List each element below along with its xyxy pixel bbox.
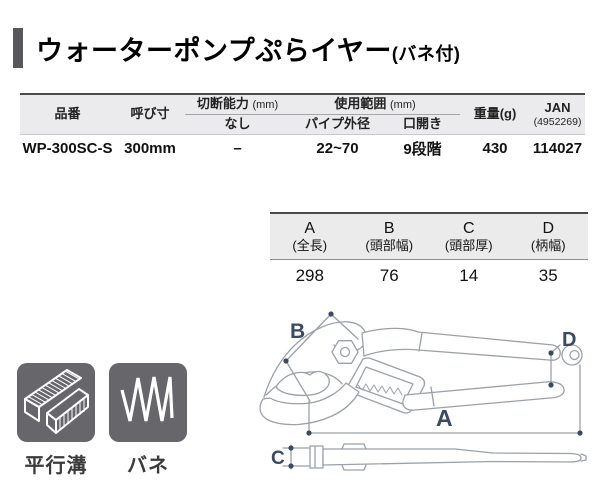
edge-view-jaw-block — [309, 445, 324, 469]
title-main: ウォーターポンプぷらイヤー — [36, 35, 392, 66]
title-suffix: (バネ付) — [391, 43, 461, 64]
parallel-groove-icon — [17, 363, 95, 442]
jaw-mouth-detail — [275, 370, 330, 397]
cell-pipe-od: 22~70 — [290, 133, 385, 163]
diagram-label-d: D — [562, 329, 576, 351]
dimension-dots — [283, 311, 583, 469]
dim-value-b: 76 — [379, 265, 399, 285]
pivot-bolt-hole — [339, 346, 351, 358]
spec-header-row-2: なし パイプ外径 口開き — [20, 114, 585, 135]
col-header-nominal-size: 呼び寸 — [115, 94, 185, 135]
cell-weight: 430 — [460, 133, 531, 163]
dim-value-a: 298 — [295, 265, 324, 285]
feature-label-spring: バネ — [127, 455, 169, 477]
handle-eyelet-hole — [569, 349, 580, 361]
col-header-usage-range: 使用範囲 (mm) — [290, 94, 461, 115]
spec-data-row: WP-300SC-S 300mm – 22~70 9段階 430 114027 — [20, 133, 586, 163]
col-header-jan: JAN(4952269) — [530, 94, 586, 135]
feature-icons: 平行溝 バネ — [17, 363, 187, 478]
dimension-header-row: A(全長) B(頭部幅) C(頭部厚) D(柄幅) — [270, 213, 588, 260]
grip-sleeve-marks — [418, 332, 435, 407]
rack-teeth — [357, 383, 403, 396]
diagram-label-a: A — [436, 405, 453, 431]
handle-eyelet — [561, 344, 583, 366]
spec-header-row-1: 品番 呼び寸 切断能力 (mm) 使用範囲 (mm) 重量(g) JAN(495… — [20, 94, 586, 135]
feature-parallel-groove: 平行溝 — [17, 363, 95, 478]
cell-part-no: WP-300SC-S — [20, 133, 115, 163]
page-title: ウォーターポンプぷらイヤー(バネ付) — [13, 28, 460, 68]
col-header-jaw-opening: 口開き — [385, 114, 461, 135]
edge-view-tip — [580, 453, 587, 462]
col-header-part-no: 品番 — [20, 94, 115, 135]
col-header-cutting-none: なし — [185, 114, 290, 135]
cell-nominal-size: 300mm — [115, 133, 185, 163]
col-header-pipe-od: パイプ外径 — [290, 114, 385, 135]
dim-line-b — [285, 313, 359, 402]
title-accent-bar — [13, 28, 23, 68]
dim-line-c — [282, 444, 310, 470]
col-header-cutting-capacity: 切断能力 (mm) — [185, 94, 290, 115]
spring-icon — [109, 363, 187, 442]
diagram-label-c: C — [271, 448, 285, 469]
dim-header-c: C(頭部厚) — [429, 213, 509, 260]
feature-spring: バネ — [109, 363, 187, 478]
pliers-upper-handle — [361, 327, 561, 361]
dimension-value-row: 298 76 14 35 — [270, 259, 588, 290]
cell-jaw-opening: 9段階 — [385, 133, 461, 163]
pliers-dimension-diagram: B A D C — [259, 311, 587, 471]
col-header-weight: 重量(g) — [460, 94, 531, 135]
cell-jan: 114027 — [530, 133, 586, 163]
edge-view-clip — [341, 443, 367, 471]
cell-cutting: – — [185, 133, 290, 163]
dim-line-d — [550, 344, 561, 386]
dim-header-a: A(全長) — [270, 213, 350, 260]
dimension-table: A(全長) B(頭部幅) C(頭部厚) D(柄幅) 298 76 14 35 — [270, 212, 588, 290]
pivot-bolt-hex — [331, 340, 359, 364]
dim-header-d: D(柄幅) — [508, 213, 588, 260]
dim-value-d: 35 — [538, 265, 558, 285]
feature-label-parallel-groove: 平行溝 — [24, 455, 88, 477]
edge-view-body — [322, 448, 582, 466]
diagram-label-b: B — [290, 320, 305, 343]
dim-line-a — [308, 364, 581, 434]
pliers-lower-handle — [402, 381, 565, 411]
title-text: ウォーターポンプぷらイヤー(バネ付) — [36, 29, 460, 68]
spec-table: 品番 呼び寸 切断能力 (mm) 使用範囲 (mm) 重量(g) JAN(495… — [20, 93, 586, 163]
dim-value-c: 14 — [459, 265, 479, 285]
dim-header-b: B(頭部幅) — [349, 213, 429, 260]
